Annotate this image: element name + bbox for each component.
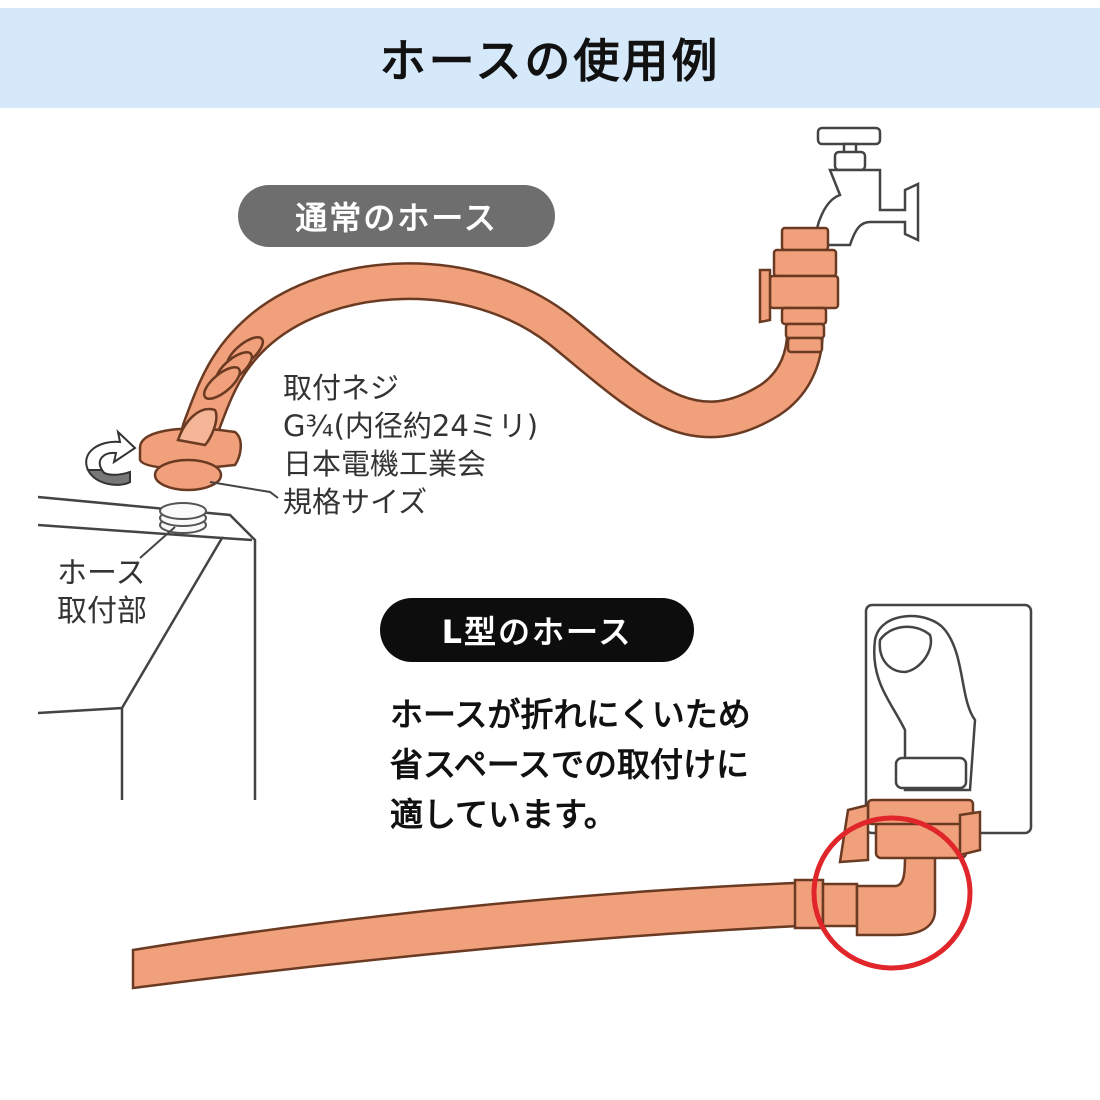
thread-spec-label: 取付ネジ G¾(内径約24ミリ) 日本電機工業会 規格サイズ bbox=[283, 369, 538, 521]
hose-mount-label: ホース 取付部 bbox=[57, 555, 147, 631]
description-line: ホースが折れにくいため bbox=[390, 695, 751, 734]
washing-machine bbox=[37, 495, 257, 800]
description-line: 適しています。 bbox=[390, 795, 617, 834]
l-hose-badge: L型のホース bbox=[380, 598, 694, 662]
mount-line: ホース bbox=[57, 556, 146, 591]
l-hose-badge-label: L型のホース bbox=[441, 613, 633, 651]
rotate-arrow-icon bbox=[85, 429, 137, 486]
leader-lines bbox=[139, 481, 279, 559]
mount-line: 取付部 bbox=[57, 594, 147, 629]
spec-line: G¾(内径約24ミリ) bbox=[283, 409, 539, 443]
header-banner: ホースの使用例 bbox=[0, 8, 1100, 108]
spec-line: 日本電機工業会 bbox=[283, 447, 487, 481]
hose-end-nut bbox=[138, 407, 242, 492]
hose-ring-bands bbox=[202, 336, 265, 400]
faucet-connector bbox=[758, 226, 840, 354]
normal-hose-badge: 通常のホース bbox=[238, 185, 555, 247]
description-line: 省スペースでの取付けに bbox=[390, 745, 750, 784]
highlight-circle bbox=[811, 815, 973, 971]
faucet-icon bbox=[813, 126, 920, 247]
page-title: ホースの使用例 bbox=[379, 34, 721, 88]
l-hose bbox=[131, 880, 822, 990]
normal-hose-badge-label: 通常のホース bbox=[295, 199, 498, 237]
spec-line: 規格サイズ bbox=[283, 485, 428, 519]
machine-inlet-thread-icon bbox=[159, 502, 207, 534]
l-hose-description: ホースが折れにくいため 省スペースでの取付けに 適しています。 bbox=[390, 690, 751, 840]
spec-line: 取付ネジ bbox=[283, 371, 400, 405]
